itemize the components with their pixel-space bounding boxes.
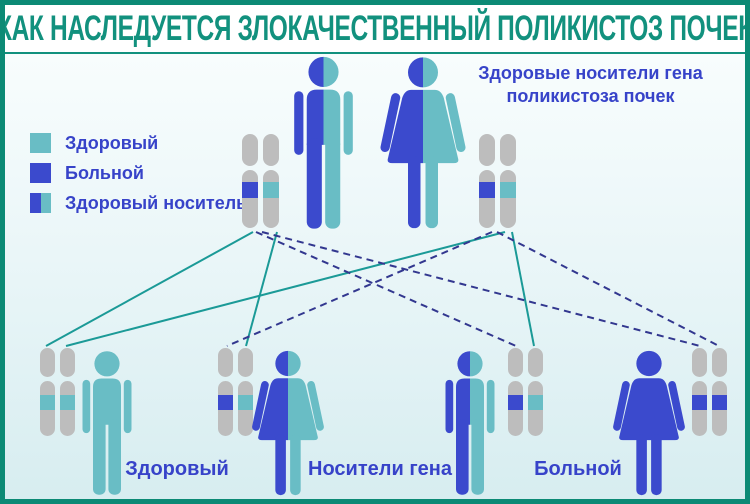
child2-chromosome-pair bbox=[218, 348, 253, 436]
legend-item-sick: Больной bbox=[30, 163, 247, 183]
disease-gene-line-father-child4 bbox=[261, 231, 701, 347]
father-chromosome-pair bbox=[242, 134, 279, 228]
healthy-gene-band bbox=[500, 182, 516, 198]
chromosome-arm bbox=[218, 348, 233, 377]
chromosome-arm bbox=[508, 381, 523, 436]
page-title: КАК НАСЛЕДУЕТСЯ ЗЛОКАЧЕСТВЕННЫЙ ПОЛИКИСТ… bbox=[0, 8, 750, 48]
disease-gene-band bbox=[479, 182, 495, 198]
parents-caption-line1: Здоровые носители гена bbox=[478, 63, 703, 83]
chromosome-arm bbox=[40, 381, 55, 436]
chromosome-arm bbox=[479, 134, 495, 166]
parents-caption-line2: поликистоза почек bbox=[506, 86, 675, 106]
chromosome-disease bbox=[218, 348, 233, 436]
healthy-gene-line-father-child2 bbox=[245, 231, 278, 347]
legend-label: Больной bbox=[65, 162, 144, 183]
chromosome-disease bbox=[242, 134, 258, 228]
figure-body bbox=[82, 351, 132, 495]
disease-gene-band bbox=[508, 395, 523, 410]
child3-chromosome-pair bbox=[508, 348, 543, 436]
chromosome-healthy bbox=[60, 348, 75, 436]
legend: Здоровый Больной Здоровый носитель bbox=[30, 133, 247, 223]
chromosome-arm bbox=[528, 381, 543, 436]
figure-body bbox=[612, 350, 686, 496]
father-figure-carrier bbox=[294, 56, 353, 229]
healthy-gene-line-father-child1 bbox=[45, 231, 254, 347]
chromosome-arm bbox=[242, 170, 258, 228]
legend-item-carrier: Здоровый носитель bbox=[30, 193, 247, 213]
carrier-swatch-icon bbox=[30, 193, 51, 213]
chromosome-disease bbox=[479, 134, 495, 228]
parents-caption: Здоровые носители гена поликистоза почек bbox=[468, 62, 713, 108]
title-band: КАК НАСЛЕДУЕТСЯ ЗЛОКАЧЕСТВЕННЫЙ ПОЛИКИСТ… bbox=[0, 5, 750, 54]
legend-item-healthy: Здоровый bbox=[30, 133, 247, 153]
child4-chromosome-pair bbox=[692, 348, 727, 436]
sick-swatch-icon bbox=[30, 163, 51, 183]
healthy-gene-band bbox=[238, 395, 253, 410]
healthy-swatch-icon bbox=[30, 133, 51, 153]
chromosome-arm bbox=[238, 381, 253, 436]
mother-chromosome-pair bbox=[479, 134, 516, 228]
chromosome-arm bbox=[242, 134, 258, 166]
chromosome-arm bbox=[692, 381, 707, 436]
disease-gene-band bbox=[242, 182, 258, 198]
chromosome-disease bbox=[508, 348, 523, 436]
label-healthy-child: Здоровый bbox=[125, 458, 229, 480]
healthy-gene-band bbox=[528, 395, 543, 410]
chromosome-arm bbox=[692, 348, 707, 377]
chromosome-arm bbox=[528, 348, 543, 377]
disease-gene-line-father-child3 bbox=[255, 231, 517, 347]
chromosome-arm bbox=[500, 134, 516, 166]
chromosome-arm bbox=[508, 348, 523, 377]
healthy-gene-line-mother-child1 bbox=[65, 231, 506, 347]
label-sick-child: Больной bbox=[534, 458, 622, 480]
chromosome-healthy bbox=[263, 134, 279, 228]
chromosome-arm bbox=[40, 348, 55, 377]
chromosome-arm bbox=[263, 170, 279, 228]
chromosome-healthy bbox=[528, 348, 543, 436]
disease-gene-band bbox=[712, 395, 727, 410]
chromosome-healthy bbox=[500, 134, 516, 228]
chromosome-arm bbox=[60, 348, 75, 377]
healthy-gene-band bbox=[60, 395, 75, 410]
healthy-gene-band bbox=[40, 395, 55, 410]
healthy-gene-band bbox=[263, 182, 279, 198]
chromosome-arm bbox=[500, 170, 516, 228]
child1-chromosome-pair bbox=[40, 348, 75, 436]
label-carrier-children: Носители гена bbox=[308, 458, 452, 480]
chromosome-disease bbox=[692, 348, 707, 436]
chromosome-arm bbox=[712, 348, 727, 377]
healthy-gene-line-mother-child3 bbox=[511, 231, 535, 347]
legend-label: Здоровый носитель bbox=[65, 192, 248, 213]
chromosome-healthy bbox=[40, 348, 55, 436]
chromosome-arm bbox=[263, 134, 279, 166]
chromosome-arm bbox=[479, 170, 495, 228]
chromosome-healthy bbox=[238, 348, 253, 436]
chromosome-arm bbox=[238, 348, 253, 377]
disease-gene-line-mother-child4 bbox=[496, 231, 720, 347]
chromosome-arm bbox=[218, 381, 233, 436]
chromosome-arm bbox=[712, 381, 727, 436]
chromosome-disease bbox=[712, 348, 727, 436]
mother-figure-carrier bbox=[379, 57, 467, 229]
disease-gene-band bbox=[218, 395, 233, 410]
disease-gene-band bbox=[692, 395, 707, 410]
chromosome-arm bbox=[60, 381, 75, 436]
legend-label: Здоровый bbox=[65, 132, 159, 153]
disease-gene-line-mother-child2 bbox=[226, 231, 493, 347]
child4-figure-sick bbox=[612, 350, 686, 496]
